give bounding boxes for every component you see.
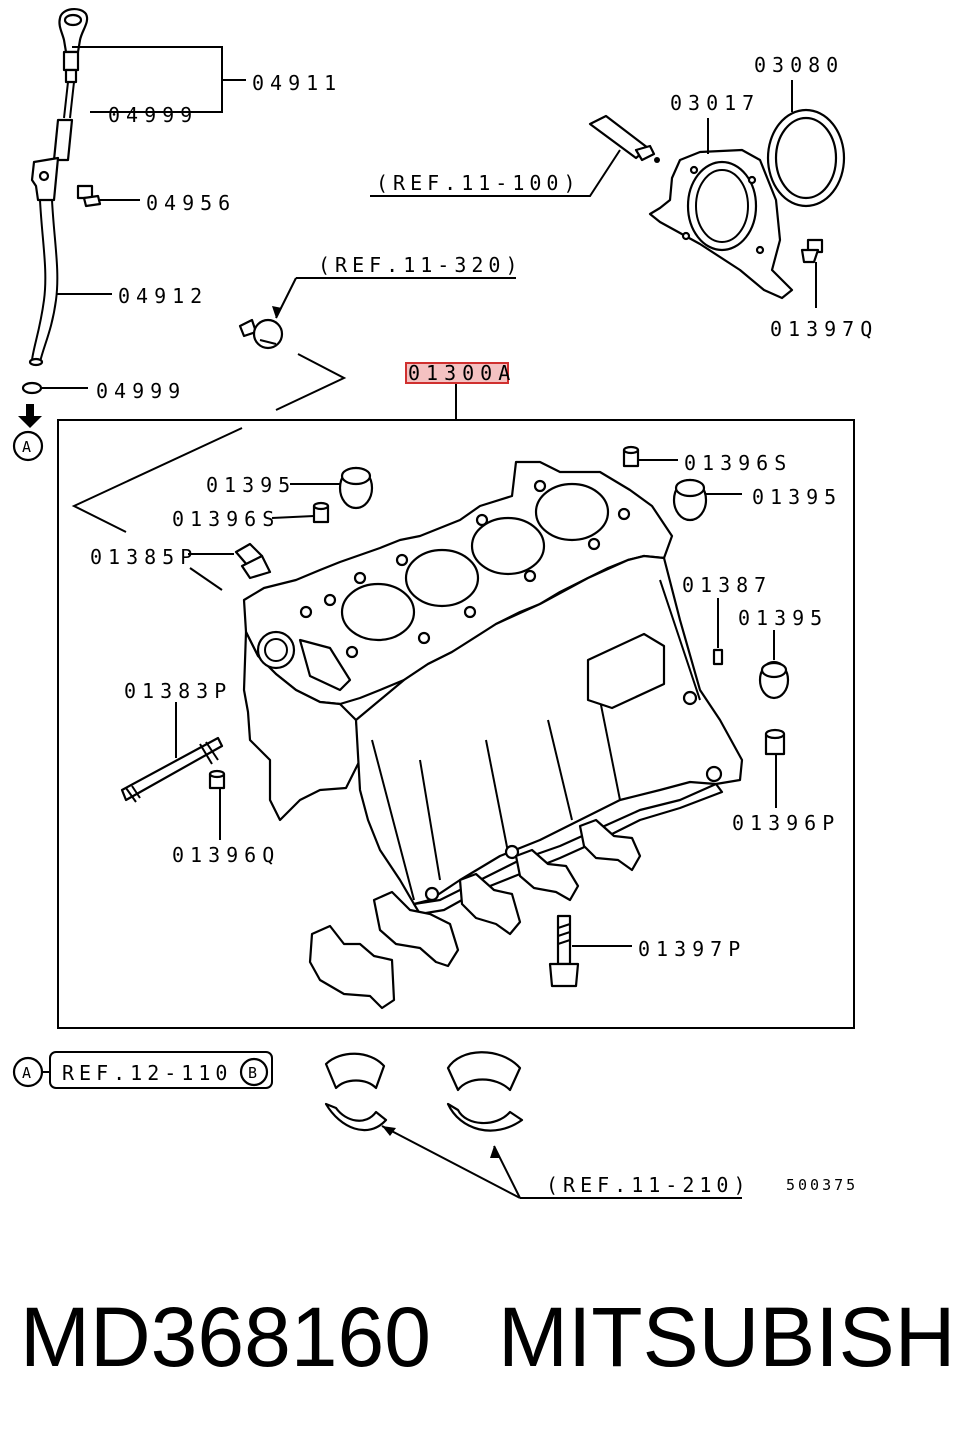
label-01396p: 01396P xyxy=(732,811,840,835)
label-01395-topleft: 01395 xyxy=(206,473,296,497)
ref-12-110: REF.12-110 xyxy=(62,1061,232,1085)
sealant-tube-drawing xyxy=(588,114,660,163)
highlight-box-01300a xyxy=(405,362,509,384)
label-01396s-right: 01396S xyxy=(684,451,792,475)
bolt-01397p-drawing xyxy=(548,914,580,988)
stud-01383p-drawing xyxy=(120,736,224,803)
main-bearing-caps-drawing xyxy=(308,818,642,1010)
ref-11-320: (REF.11-320) xyxy=(318,253,523,277)
ref-11-100: (REF.11-100) xyxy=(376,171,581,195)
label-04956: 04956 xyxy=(146,191,236,215)
label-01396s-left: 01396S xyxy=(172,507,280,531)
reference-marker-b: B xyxy=(239,1057,269,1087)
sensor-01385p-drawing xyxy=(234,542,272,580)
plug-01395-right-drawing xyxy=(758,660,790,700)
dowel-01396q-drawing xyxy=(208,769,226,790)
reference-marker-a-top: A xyxy=(12,404,44,462)
oil-seal-ring-drawing xyxy=(766,108,846,208)
label-01397p: 01397P xyxy=(638,937,746,961)
brand-name: MITSUBISHI xyxy=(498,1290,960,1384)
label-01396q: 01396Q xyxy=(172,843,280,867)
pin-01387-drawing xyxy=(712,648,724,666)
label-01395-topright: 01395 xyxy=(752,485,842,509)
label-03080: 03080 xyxy=(754,53,844,77)
label-01397q: 01397Q xyxy=(770,317,878,341)
svg-text:A: A xyxy=(22,438,34,456)
plug-01395-topleft-drawing xyxy=(338,466,374,510)
cylinder-block-drawing xyxy=(242,460,744,916)
part-number: MD368160 xyxy=(20,1290,431,1384)
label-04911: 04911 xyxy=(252,71,342,95)
diagram-id: 500375 xyxy=(786,1176,858,1194)
dowel-01396s-right-drawing xyxy=(622,445,640,468)
ref-11-210: (REF.11-210) xyxy=(546,1173,751,1197)
label-01395-right: 01395 xyxy=(738,606,828,630)
ref-12-110-box xyxy=(49,1051,273,1089)
plug-drawing xyxy=(238,318,284,350)
svg-text:A: A xyxy=(22,1064,34,1082)
label-04999-top: 04999 xyxy=(108,103,198,127)
label-01385p: 01385P xyxy=(90,545,198,569)
label-04999-bottom: 04999 xyxy=(96,379,186,403)
dowel-01396p-drawing xyxy=(764,728,786,756)
dipstick-drawing xyxy=(21,8,89,395)
reference-marker-a-bottom: A xyxy=(12,1056,44,1088)
bearing-shell-right-drawing xyxy=(446,1051,524,1132)
plug-01395-topright-drawing xyxy=(672,478,708,522)
label-04912: 04912 xyxy=(118,284,208,308)
bearing-shell-left-drawing xyxy=(324,1052,388,1132)
svg-text:B: B xyxy=(248,1064,260,1082)
bolt-04956-drawing xyxy=(76,184,102,208)
bolt-01397q-drawing xyxy=(800,238,824,264)
dowel-01396s-left-drawing xyxy=(312,501,330,524)
label-03017: 03017 xyxy=(670,91,760,115)
label-01387: 01387 xyxy=(682,573,772,597)
rear-oil-seal-case-drawing xyxy=(648,148,794,300)
label-01300a: 01300A xyxy=(408,361,516,385)
cylinder-block-frame xyxy=(57,419,855,1029)
label-01383p: 01383P xyxy=(124,679,232,703)
